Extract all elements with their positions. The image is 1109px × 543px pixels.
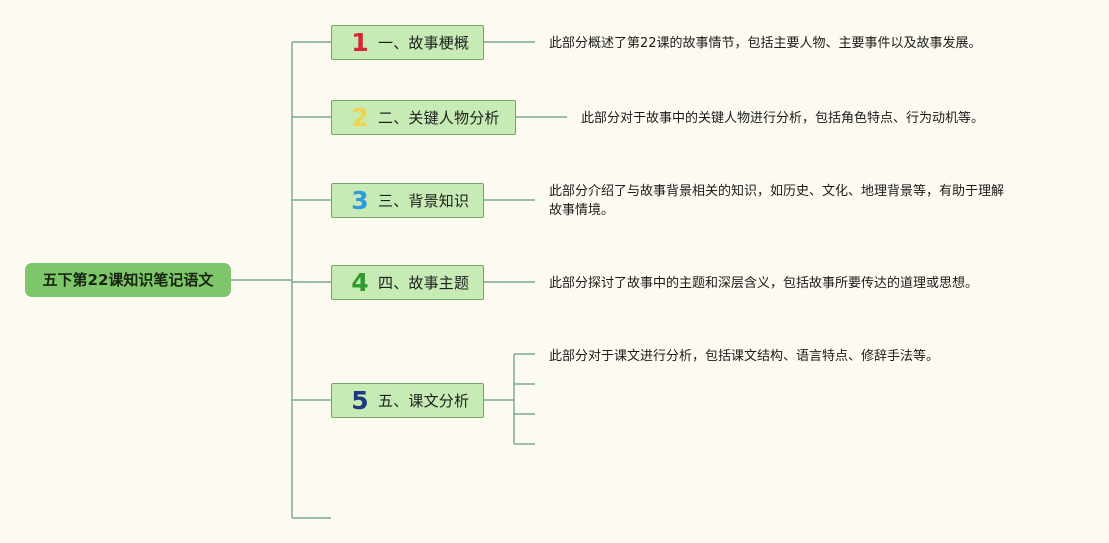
branch-3-description-line-2: 故事情境。 (549, 203, 615, 218)
branch-5-description[interactable]: 此部分对于课文进行分析，包括课文结构、语言特点、修辞手法等。 (549, 347, 939, 366)
branch-topic-4-label: 四、故事主题 (378, 274, 470, 292)
branch-1-description[interactable]: 此部分概述了第22课的故事情节，包括主要人物、主要事件以及故事发展。 (549, 34, 982, 53)
branch-4-description-line-1: 此部分探讨了故事中的主题和深层含义，包括故事所要传达的道理或思想。 (549, 276, 979, 291)
number-5-icon: 5 (351, 386, 369, 415)
branch-2-description-line-1: 此部分对于故事中的关键人物进行分析，包括角色特点、行为动机等。 (581, 111, 985, 126)
number-3-icon: 3 (351, 186, 369, 215)
branch-topic-4[interactable]: 4 四、故事主题 (331, 265, 484, 300)
branch-topic-3-label: 三、背景知识 (378, 192, 470, 210)
branch-2-description[interactable]: 此部分对于故事中的关键人物进行分析，包括角色特点、行为动机等。 (581, 109, 984, 128)
number-4-icon: 4 (351, 268, 369, 297)
branch-topic-1[interactable]: 1 一、故事梗概 (331, 25, 484, 60)
root-topic-label: 五下第22课知识笔记语文 (42, 271, 214, 289)
number-2-icon: 2 (351, 103, 369, 132)
root-topic[interactable]: 五下第22课知识笔记语文 (25, 263, 231, 297)
branch-3-description[interactable]: 此部分介绍了与故事背景相关的知识，如历史、文化、地理背景等，有助于理解 故事情境… (549, 182, 1004, 220)
branch-5-description-line-1: 此部分对于课文进行分析，包括课文结构、语言特点、修辞手法等。 (549, 349, 940, 364)
branch-3-description-line-1: 此部分介绍了与故事背景相关的知识，如历史、文化、地理背景等，有助于理解 (549, 184, 1005, 199)
branch-topic-2-label: 二、关键人物分析 (378, 109, 500, 127)
branch-topic-1-label: 一、故事梗概 (378, 34, 470, 52)
branch-1-description-line-1: 此部分概述了第22课的故事情节，包括主要人物、主要事件以及故事发展。 (549, 36, 982, 51)
branch-topic-5-label: 五、课文分析 (378, 392, 470, 410)
branch-topic-3[interactable]: 3 三、背景知识 (331, 183, 484, 218)
branch-topic-5[interactable]: 5 五、课文分析 (331, 383, 484, 418)
number-1-icon: 1 (351, 28, 369, 57)
branch-topic-2[interactable]: 2 二、关键人物分析 (331, 100, 516, 135)
branch-4-description[interactable]: 此部分探讨了故事中的主题和深层含义，包括故事所要传达的道理或思想。 (549, 274, 978, 293)
